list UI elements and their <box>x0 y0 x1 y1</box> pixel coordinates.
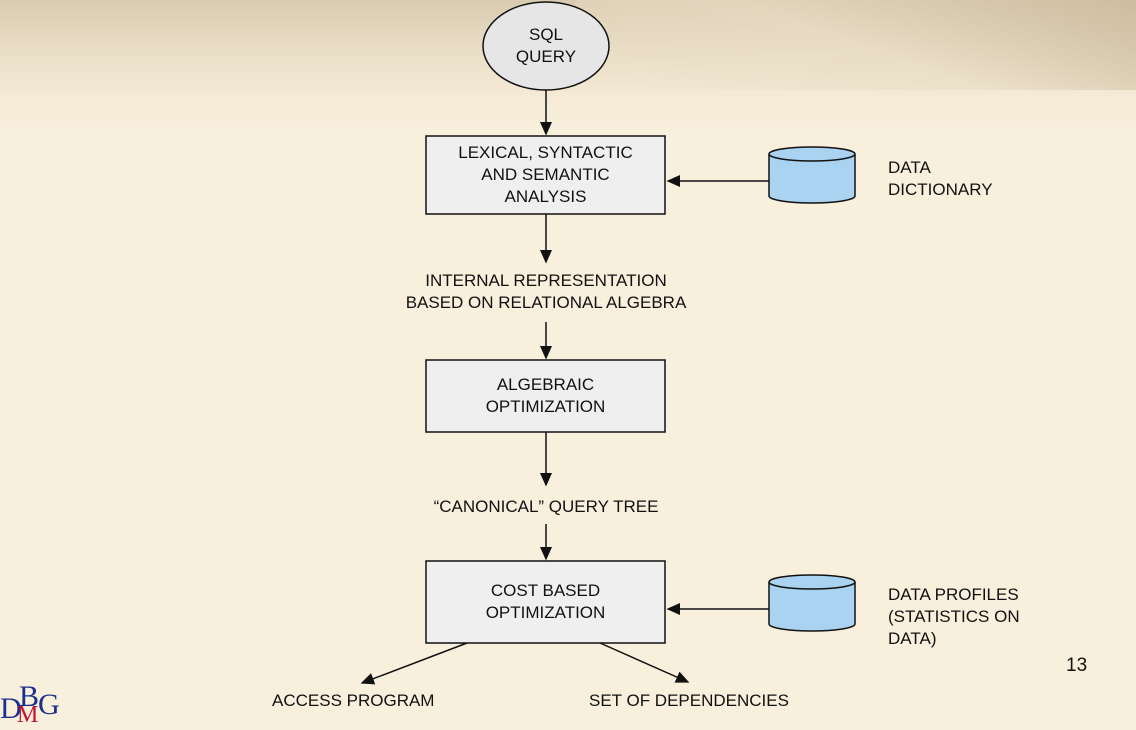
cost-based-node: COST BASED OPTIMIZATION <box>426 561 665 643</box>
algebraic-node: ALGEBRAIC OPTIMIZATION <box>426 360 665 432</box>
algebraic-line-2: OPTIMIZATION <box>485 397 606 416</box>
internal-representation-label: INTERNAL REPRESENTATION BASED ON RELATIO… <box>346 270 746 314</box>
data-profiles-cylinder <box>768 574 856 632</box>
algebraic-box <box>425 359 666 433</box>
internal-rep-line-2: BASED ON RELATIONAL ALGEBRA <box>405 293 687 312</box>
canonical-query-tree-label: “CANONICAL” QUERY TREE <box>433 497 659 516</box>
arrow-cost-to-dependencies <box>599 642 690 683</box>
cost-based-line-2: OPTIMIZATION <box>485 603 606 622</box>
cost-based-box <box>425 560 666 644</box>
data-profiles-label: DATA PROFILES (STATISTICS ON DATA) <box>888 584 1020 650</box>
analysis-line-2: AND SEMANTIC <box>481 165 610 184</box>
data-dictionary-line-2: DICTIONARY <box>888 180 993 199</box>
data-dictionary-line-1: DATA <box>888 158 931 177</box>
page-number: 13 <box>1066 655 1088 676</box>
analysis-line-3: ANALYSIS <box>504 187 587 206</box>
data-profiles-line-1: DATA PROFILES <box>888 585 1019 604</box>
set-of-dependencies-label: SET OF DEPENDENCIES <box>589 691 789 710</box>
sql-query-line-2: QUERY <box>515 47 577 66</box>
data-profiles-line-2: (STATISTICS ON <box>888 607 1020 626</box>
data-dictionary-cylinder <box>768 146 856 204</box>
sql-query-line-1: SQL <box>528 25 564 44</box>
algebraic-line-1: ALGEBRAIC <box>496 375 595 394</box>
cost-based-line-1: COST BASED <box>490 581 601 600</box>
arrow-cost-to-access <box>360 642 468 685</box>
dbmg-logo: D B M G <box>0 680 60 729</box>
access-program-label: ACCESS PROGRAM <box>272 691 435 710</box>
analysis-box <box>425 135 666 215</box>
internal-rep-line-1: INTERNAL REPRESENTATION <box>425 271 667 290</box>
data-dictionary-label: DATA DICTIONARY <box>888 157 993 201</box>
analysis-node: LEXICAL, SYNTACTIC AND SEMANTIC ANALYSIS <box>426 136 665 214</box>
background-texture-right <box>576 0 1136 90</box>
data-profiles-line-3: DATA) <box>888 629 937 648</box>
analysis-line-1: LEXICAL, SYNTACTIC <box>458 143 633 162</box>
sql-query-node: SQL QUERY <box>483 20 609 72</box>
